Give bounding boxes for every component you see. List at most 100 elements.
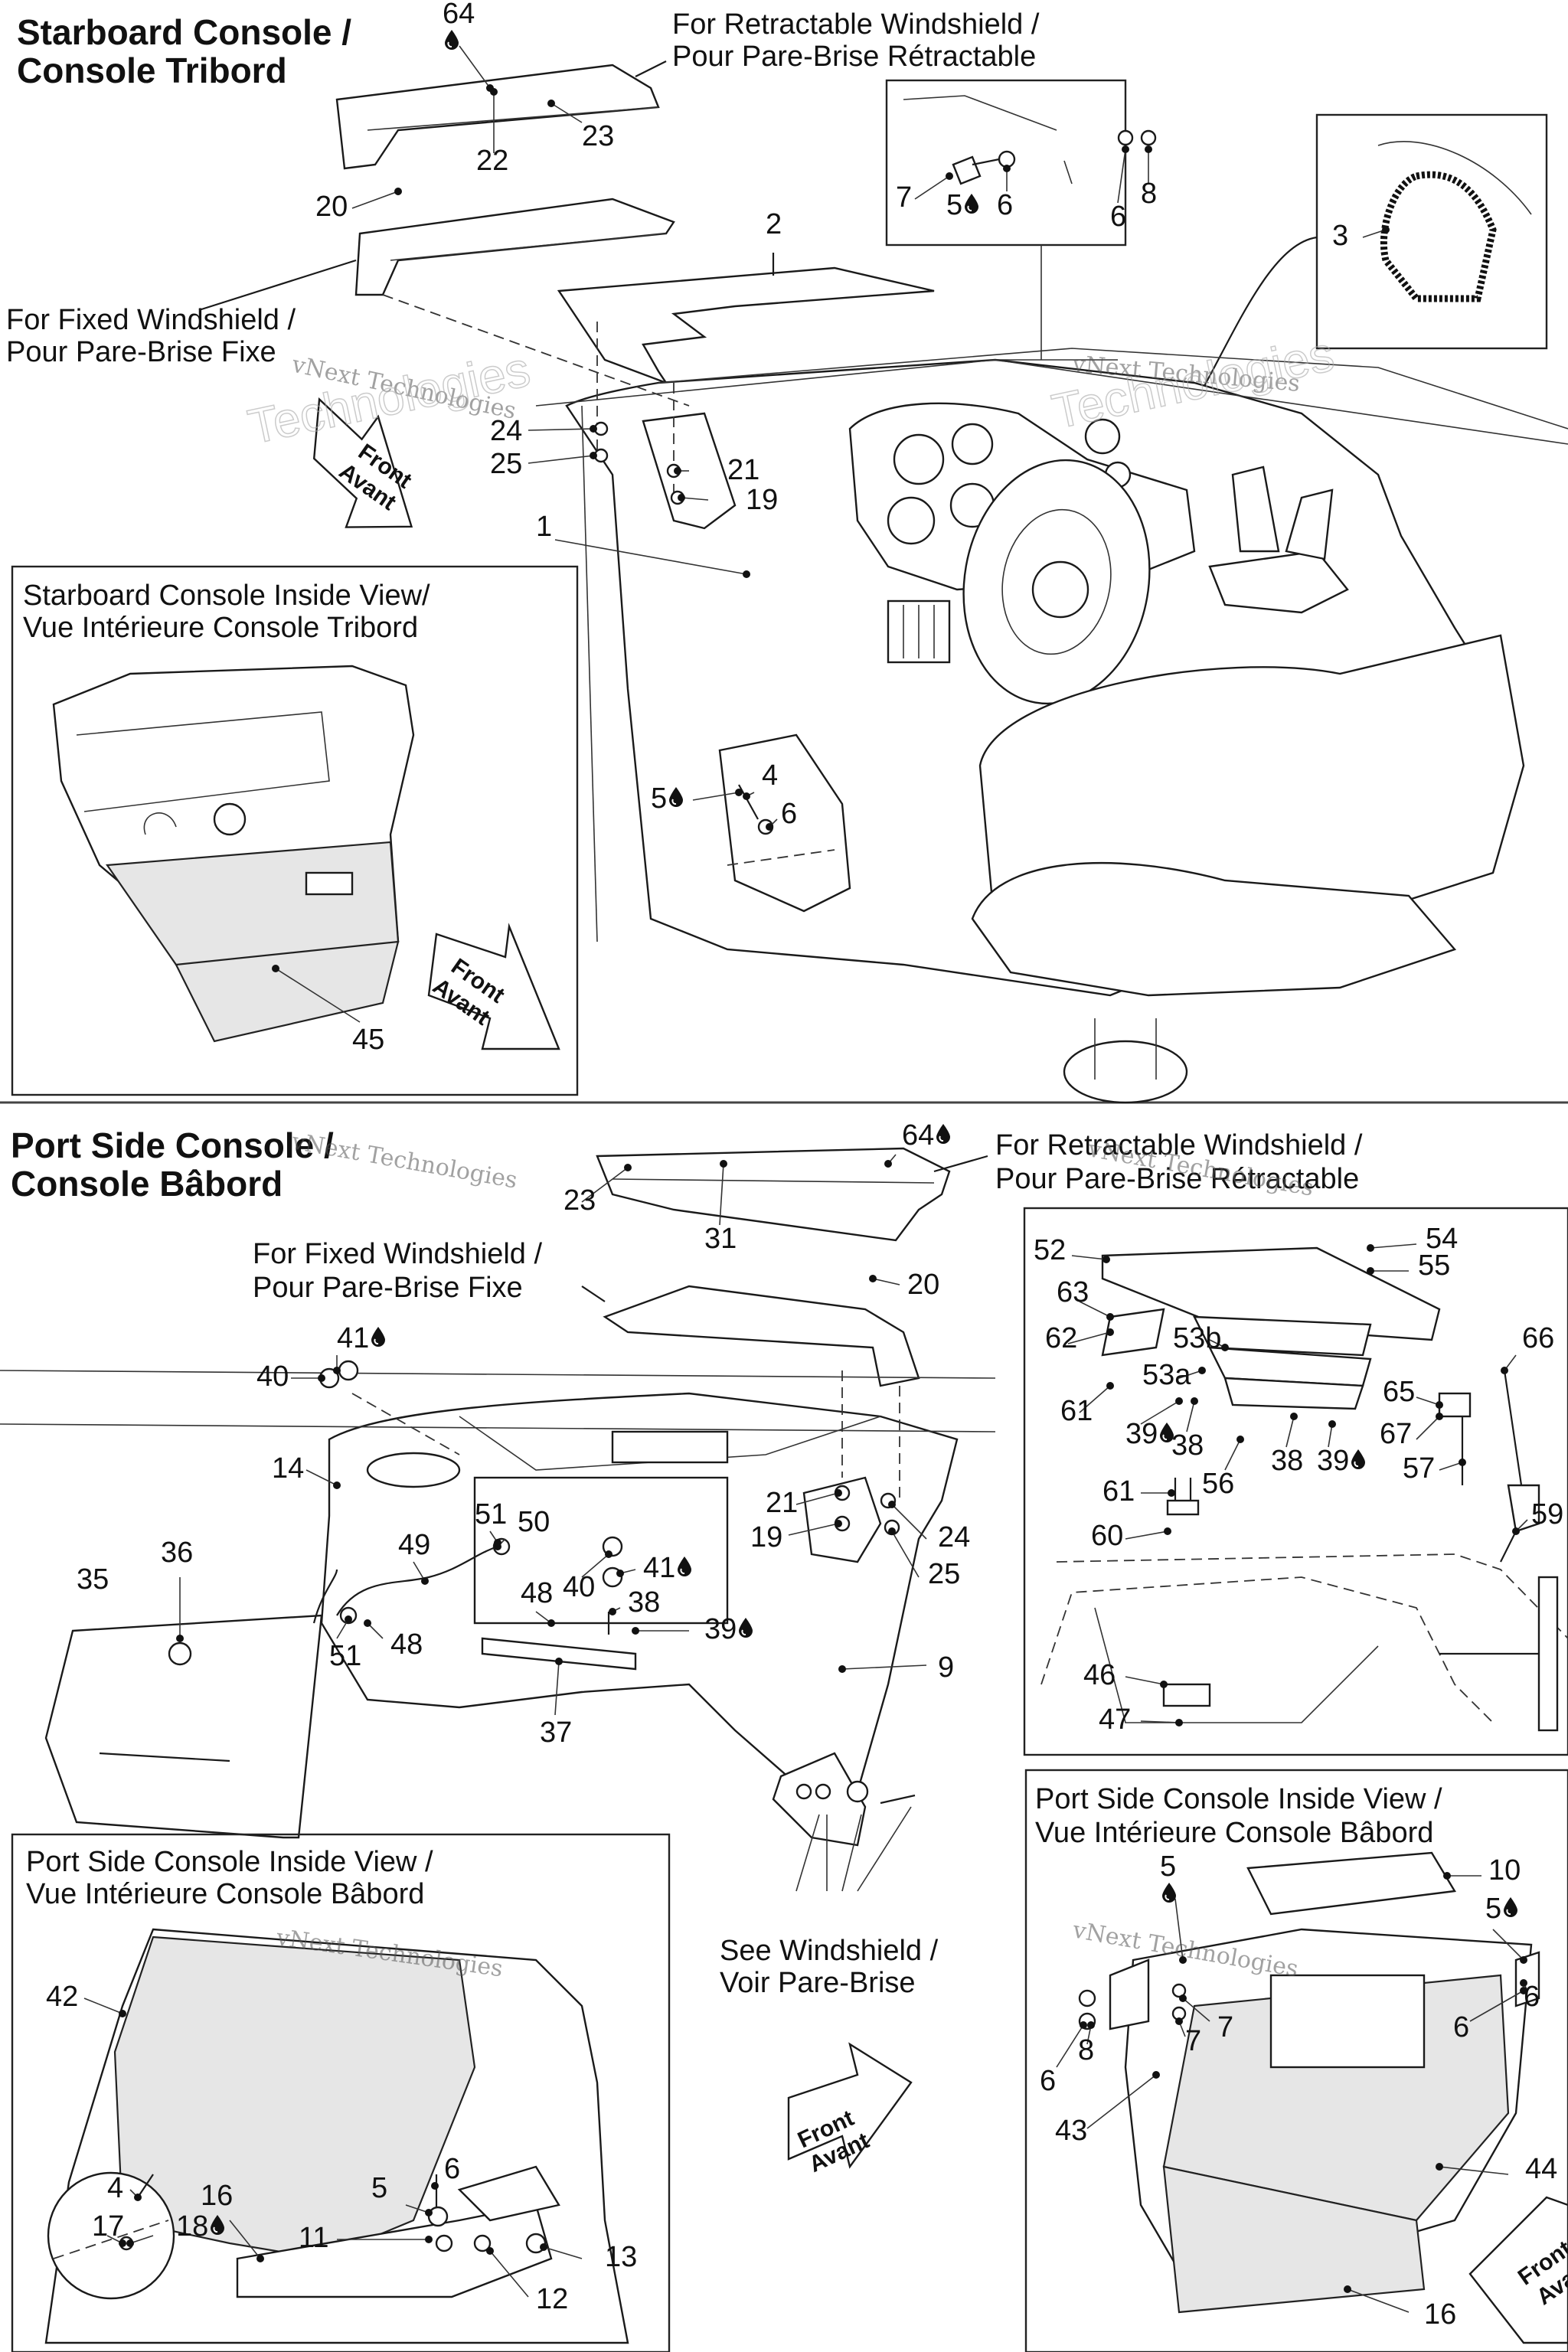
starboard-leader-24 bbox=[528, 428, 594, 431]
port-callout-6: 6 bbox=[444, 2153, 460, 2185]
starboard-callout-5: 5 bbox=[946, 189, 962, 221]
port-leader-6 bbox=[1056, 2024, 1084, 2068]
port-callout-44: 44 bbox=[1525, 2153, 1557, 2185]
port-leader-31 bbox=[719, 1163, 724, 1226]
port-callout-5: 5 bbox=[1160, 1851, 1176, 1883]
port-leader-dot-20 bbox=[869, 1275, 877, 1282]
port-leader-dot-31 bbox=[720, 1160, 727, 1168]
port-retractable-line1: For Retractable Windshield / bbox=[995, 1129, 1363, 1161]
port-leader-dot-41 bbox=[333, 1367, 341, 1374]
port-fixed-line2: Pour Pare-Brise Fixe bbox=[253, 1272, 523, 1304]
port-retractable-cap bbox=[596, 1147, 951, 1242]
port-leader-18 bbox=[129, 2235, 154, 2244]
port-callout-13: 13 bbox=[605, 2241, 637, 2273]
port-leader-dot-16 bbox=[256, 2255, 264, 2262]
port-callout-49: 49 bbox=[398, 1529, 430, 1561]
starboard-retractable-line2: Pour Pare-Brise Rétractable bbox=[672, 41, 1036, 73]
port-callout-5: 5 bbox=[1485, 1893, 1501, 1925]
starboard-leader-dot-21 bbox=[674, 467, 681, 475]
port-callout-4: 4 bbox=[107, 2172, 123, 2204]
port-leader-dot-38 bbox=[1290, 1413, 1298, 1420]
port-leader-dot-44 bbox=[1436, 2163, 1443, 2171]
port-callout-25: 25 bbox=[928, 1558, 960, 1590]
starboard-inside-view-line1: Starboard Console Inside View/ bbox=[23, 580, 430, 612]
port-leader-dot-48 bbox=[547, 1619, 555, 1627]
oil-drop-icon bbox=[371, 1326, 386, 1348]
port-leader-dot-55 bbox=[1367, 1267, 1374, 1275]
port-leader-9 bbox=[841, 1664, 927, 1670]
starboard-fixed-line1: For Fixed Windshield / bbox=[6, 304, 296, 336]
starboard-retractable-line1: For Retractable Windshield / bbox=[672, 8, 1040, 41]
starboard-title-line2: Console Tribord bbox=[17, 51, 287, 90]
port-leader-63 bbox=[1079, 1301, 1111, 1318]
port-leader-dot-63 bbox=[1106, 1313, 1114, 1321]
port-callout-19: 19 bbox=[750, 1521, 782, 1553]
see-windshield-line2: Voir Pare-Brise bbox=[720, 1967, 916, 1999]
port-leader-dot-12 bbox=[486, 2247, 494, 2255]
port-leader-dot-10 bbox=[1443, 1872, 1451, 1880]
starboard-leader-20 bbox=[351, 191, 399, 209]
port-leader-dot-5 bbox=[1179, 1956, 1187, 1964]
port-leader-dot-41 bbox=[616, 1570, 624, 1577]
port-leader-56 bbox=[1224, 1439, 1241, 1471]
port-leader-dot-65 bbox=[1436, 1401, 1443, 1409]
starboard-callout-19: 19 bbox=[746, 484, 778, 516]
port-callout-7: 7 bbox=[1217, 2011, 1233, 2043]
port-callout-62: 62 bbox=[1045, 1322, 1077, 1354]
starboard-callout-7: 7 bbox=[896, 181, 912, 214]
port-inside-view-left-line1: Port Side Console Inside View / bbox=[26, 1846, 433, 1878]
port-callout-41: 41 bbox=[643, 1552, 675, 1584]
port-callout-61: 61 bbox=[1060, 1395, 1093, 1427]
port-leader-dot-4 bbox=[134, 2194, 142, 2201]
port-leader-52 bbox=[1071, 1255, 1107, 1260]
port-leader-dot-57 bbox=[1459, 1459, 1466, 1466]
port-leader-dot-60 bbox=[1164, 1527, 1171, 1535]
front-arrow-port-middle: Front Avant bbox=[787, 2042, 913, 2177]
port-leader-dot-42 bbox=[119, 2010, 126, 2017]
port-leader-dot-24 bbox=[888, 1501, 896, 1508]
port-leader-60 bbox=[1125, 1530, 1168, 1540]
port-leader-dot-6 bbox=[1080, 2021, 1087, 2029]
starboard-callout-3: 3 bbox=[1332, 220, 1348, 252]
port-leader-5 bbox=[405, 2204, 430, 2213]
oil-drop-icon bbox=[1161, 1882, 1177, 1903]
port-leader-19 bbox=[788, 1523, 839, 1536]
starboard-leader-dot-25 bbox=[590, 452, 597, 459]
port-leader-53a bbox=[1178, 1370, 1203, 1379]
port-leader-dot-66 bbox=[1501, 1367, 1508, 1374]
starboard-callout-21: 21 bbox=[727, 454, 760, 486]
starboard-leader-dot-20 bbox=[394, 188, 402, 195]
starboard-leader-dot-5 bbox=[735, 789, 743, 796]
port-leader-5 bbox=[1174, 1898, 1184, 1961]
port-leader-dot-64 bbox=[884, 1160, 892, 1168]
port-callout-18: 18 bbox=[176, 2210, 208, 2243]
starboard-leader-45 bbox=[275, 968, 361, 1023]
port-callout-61: 61 bbox=[1102, 1475, 1135, 1508]
port-leader-dot-13 bbox=[540, 2243, 547, 2251]
lower-access-panel bbox=[718, 733, 851, 913]
port-leader-67 bbox=[1416, 1416, 1440, 1440]
starboard-callout-6: 6 bbox=[1110, 201, 1126, 233]
port-leader-57 bbox=[1439, 1462, 1463, 1471]
port-callout-52: 52 bbox=[1034, 1234, 1066, 1266]
port-leader-dot-53a bbox=[1198, 1367, 1206, 1374]
starboard-leader-dot-6 bbox=[1122, 145, 1129, 153]
port-leader-dot-6 bbox=[1520, 1987, 1527, 1994]
port-title-line2: Console Bâbord bbox=[11, 1164, 283, 1204]
starboard-leader-64 bbox=[459, 45, 491, 89]
port-title-line1: Port Side Console / bbox=[11, 1125, 334, 1165]
starboard-leader-dot-6 bbox=[766, 823, 773, 831]
port-leader-dot-48 bbox=[364, 1619, 371, 1627]
starboard-leader-7 bbox=[914, 175, 950, 200]
port-callout-11: 11 bbox=[299, 2222, 328, 2254]
port-leader-dot-16 bbox=[1344, 2285, 1351, 2293]
port-leader-dot-61 bbox=[1106, 1382, 1114, 1390]
oil-drop-icon bbox=[1351, 1449, 1366, 1470]
port-leader-dot-23 bbox=[624, 1164, 632, 1171]
port-leader-dot-38 bbox=[1191, 1397, 1198, 1405]
port-leader-dot-56 bbox=[1236, 1436, 1244, 1443]
port-callout-6: 6 bbox=[1524, 1981, 1540, 2013]
oil-drop-icon bbox=[444, 29, 459, 51]
port-leader-dot-59 bbox=[1512, 1527, 1520, 1535]
